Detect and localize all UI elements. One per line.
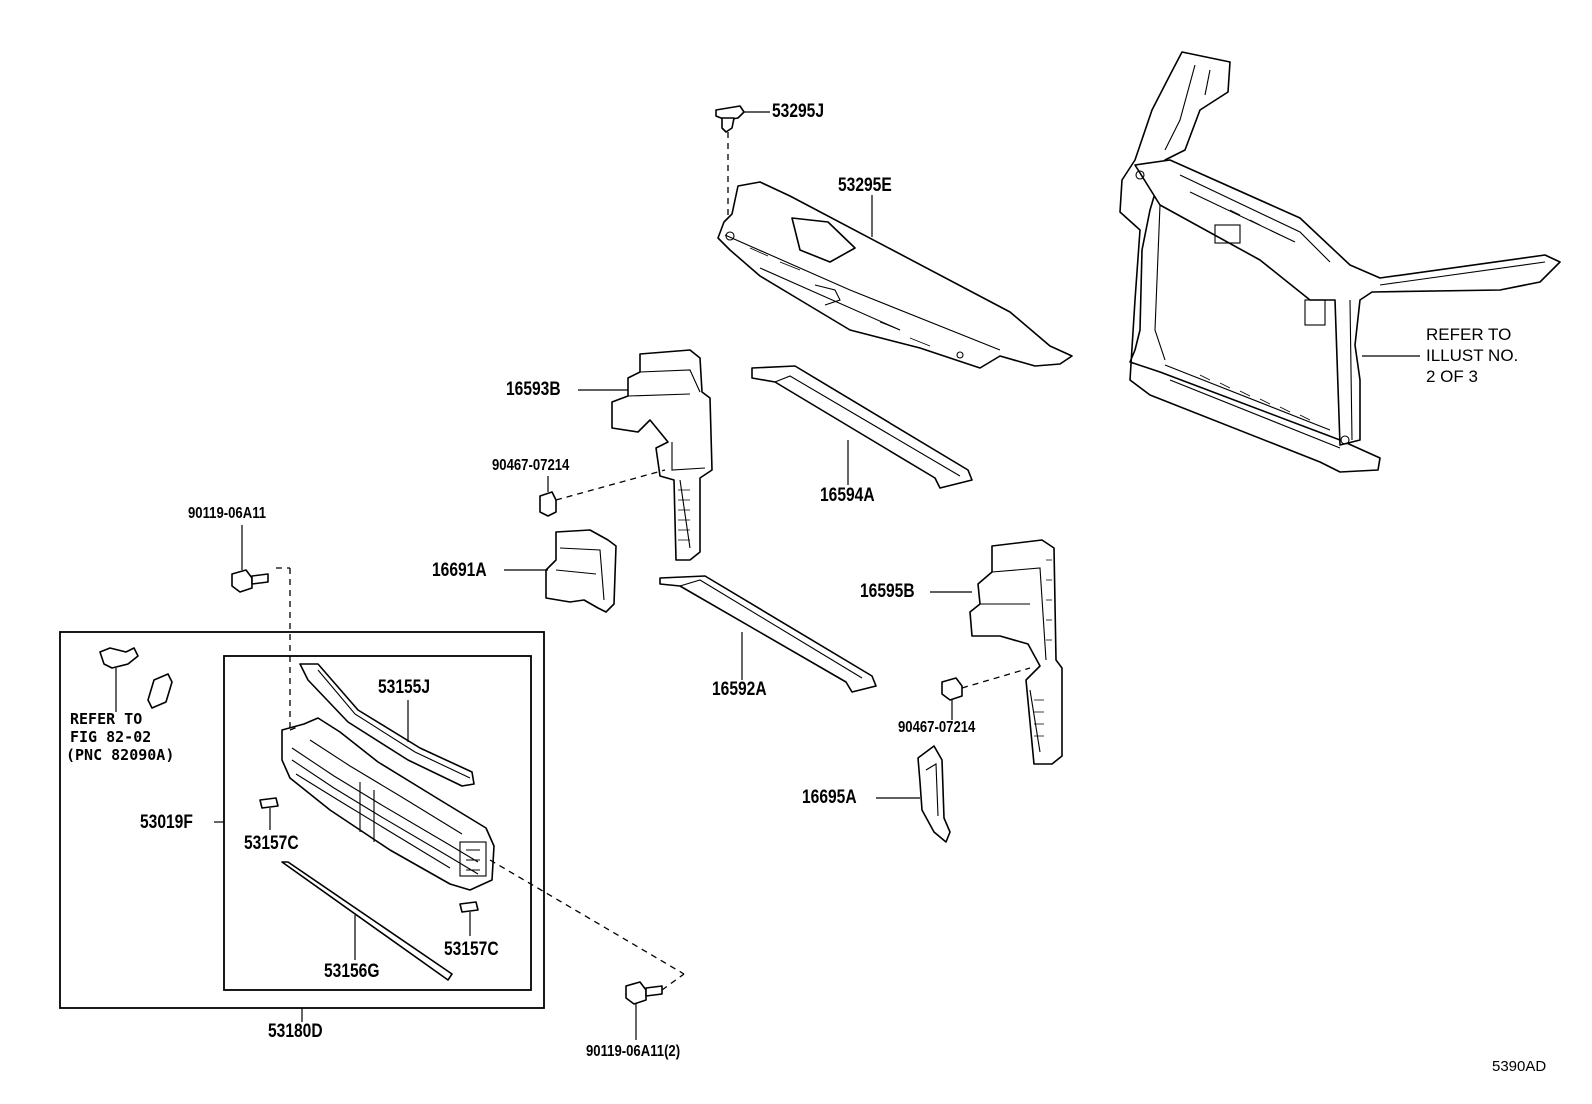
guide-16595b-drawing: [930, 539, 1063, 765]
radiator-support-drawing: [1119, 51, 1561, 473]
label-53180d: 53180D: [268, 1021, 323, 1042]
assembly-53019f-box: [223, 655, 532, 991]
grille-53019f-drawing: [281, 717, 685, 975]
guide-16695a-drawing: [876, 745, 951, 843]
label-90467-07214-lower: 90467-07214: [898, 719, 976, 736]
label-53155j: 53155J: [378, 677, 430, 698]
label-16595b: 16595B: [860, 581, 915, 602]
refer-fig-line-3: (PNC 82090A): [66, 746, 175, 764]
refer-illust-line-3: 2 OF 3: [1426, 367, 1478, 386]
label-90467-07214-upper: 90467-07214: [492, 457, 570, 474]
refer-illust-note: REFER TO ILLUST NO. 2 OF 3: [1426, 324, 1518, 387]
bracket-refer-drawing: [99, 647, 173, 712]
refer-fig-line-1: REFER TO: [70, 710, 143, 728]
label-90119-06a11-2: 90119-06A11(2): [586, 1043, 681, 1060]
clip-90467-b-drawing: [941, 667, 1031, 720]
illustration-code: 5390AD: [1492, 1058, 1547, 1075]
pad-53157c-a-drawing: [259, 797, 279, 830]
guide-16593b-drawing: [578, 349, 713, 561]
label-53019f: 53019F: [140, 812, 193, 833]
label-16592a: 16592A: [712, 679, 767, 700]
label-16695a: 16695A: [802, 787, 857, 808]
label-53157c-right: 53157C: [444, 939, 499, 960]
label-53295j: 53295J: [772, 101, 824, 122]
label-53156g: 53156G: [324, 961, 380, 982]
label-90119-06a11: 90119-06A11: [188, 505, 267, 522]
seal-53155j-drawing: [299, 663, 475, 787]
pad-53157c-b-drawing: [459, 901, 479, 936]
label-16594a: 16594A: [820, 485, 875, 506]
seal-16592a-drawing: [659, 575, 877, 693]
cover-53295e-drawing: [717, 181, 1073, 369]
bolt-90119-drawing: [231, 525, 291, 730]
clip-90467-a-drawing: [539, 469, 666, 517]
guide-16691a-drawing: [504, 529, 617, 613]
label-53295e: 53295E: [838, 175, 892, 196]
label-16593b: 16593B: [506, 379, 561, 400]
label-16691a: 16691A: [432, 560, 487, 581]
refer-fig-line-2: FIG 82-02: [70, 728, 152, 746]
seal-53156g-drawing: [281, 861, 453, 981]
seal-16594a-drawing: [751, 365, 973, 489]
clip-53295j-drawing: [715, 105, 770, 235]
refer-illust-line-1: REFER TO: [1426, 325, 1512, 344]
refer-fig-note: REFER TO FIG 82-02 (PNC 82090A): [66, 710, 174, 764]
refer-illust-line-2: ILLUST NO.: [1426, 346, 1519, 365]
bolt-90119-2-drawing: [625, 973, 685, 1040]
label-53157c-left: 53157C: [244, 833, 299, 854]
